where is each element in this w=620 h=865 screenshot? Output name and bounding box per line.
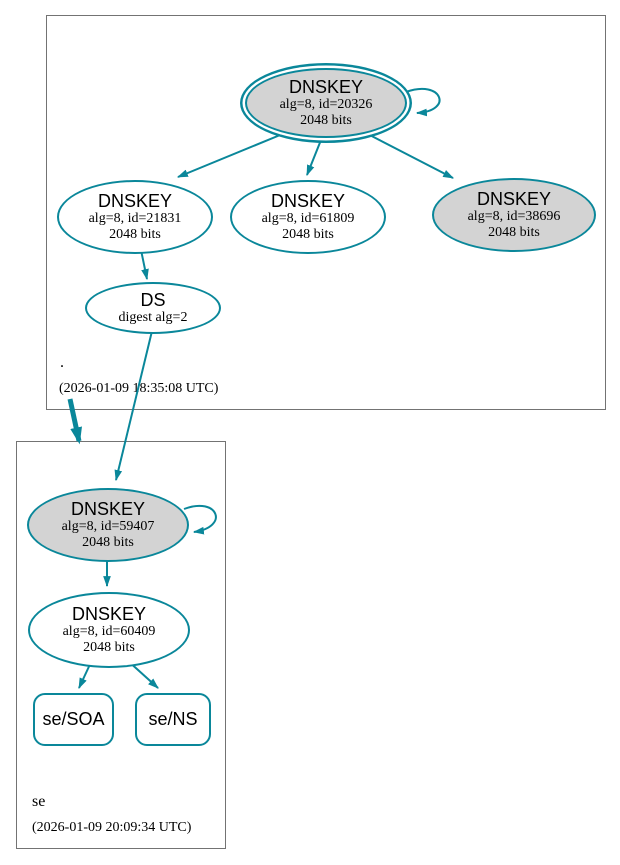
dnskey-title: DNSKEY [71,604,147,624]
dnskey-title: DNSKEY [476,189,552,209]
dnskey-bits: 2048 bits [109,227,161,242]
dnskey-detail: alg=8, id=61809 [261,211,355,226]
dnskey-title: DNSKEY [288,77,364,97]
rrset-label: se/SOA [42,709,105,729]
dnskey-detail: alg=8, id=60409 [62,624,156,639]
dnskey-node-61809[interactable]: DNSKEY alg=8, id=61809 2048 bits [230,180,386,254]
dnskey-bits: 2048 bits [488,225,540,240]
dnskey-title: DNSKEY [97,191,173,211]
zone-box-root [46,15,606,410]
zone-label-se: se [32,793,46,810]
dnskey-detail: alg=8, id=59407 [61,519,155,534]
zone-timestamp-se: (2026-01-09 20:09:34 UTC) [32,820,192,835]
rrset-node-se-ns[interactable]: se/NS [135,693,211,746]
dnskey-node-20326[interactable]: DNSKEY alg=8, id=20326 2048 bits [245,68,407,138]
dnskey-bits: 2048 bits [282,227,334,242]
dnskey-bits: 2048 bits [300,113,352,128]
dnskey-bits: 2048 bits [82,535,134,550]
dnskey-detail: alg=8, id=21831 [88,211,182,226]
dnskey-detail: alg=8, id=20326 [279,97,373,112]
dnskey-title: DNSKEY [270,191,346,211]
dnskey-node-60409[interactable]: DNSKEY alg=8, id=60409 2048 bits [28,592,190,668]
dnskey-node-21831[interactable]: DNSKEY alg=8, id=21831 2048 bits [57,180,213,254]
dnskey-node-38696[interactable]: DNSKEY alg=8, id=38696 2048 bits [432,178,596,252]
rrset-label: se/NS [148,709,198,729]
dnskey-node-59407[interactable]: DNSKEY alg=8, id=59407 2048 bits [27,488,189,562]
ds-detail: digest alg=2 [118,310,188,325]
ds-title: DS [140,290,166,310]
dnskey-bits: 2048 bits [83,640,135,655]
dnskey-title: DNSKEY [70,499,146,519]
ds-node[interactable]: DS digest alg=2 [85,282,221,334]
dnskey-detail: alg=8, id=38696 [467,209,561,224]
zone-timestamp-root: (2026-01-09 18:35:08 UTC) [59,381,219,396]
rrset-node-se-soa[interactable]: se/SOA [33,693,114,746]
zone-label-root: . [60,354,64,371]
